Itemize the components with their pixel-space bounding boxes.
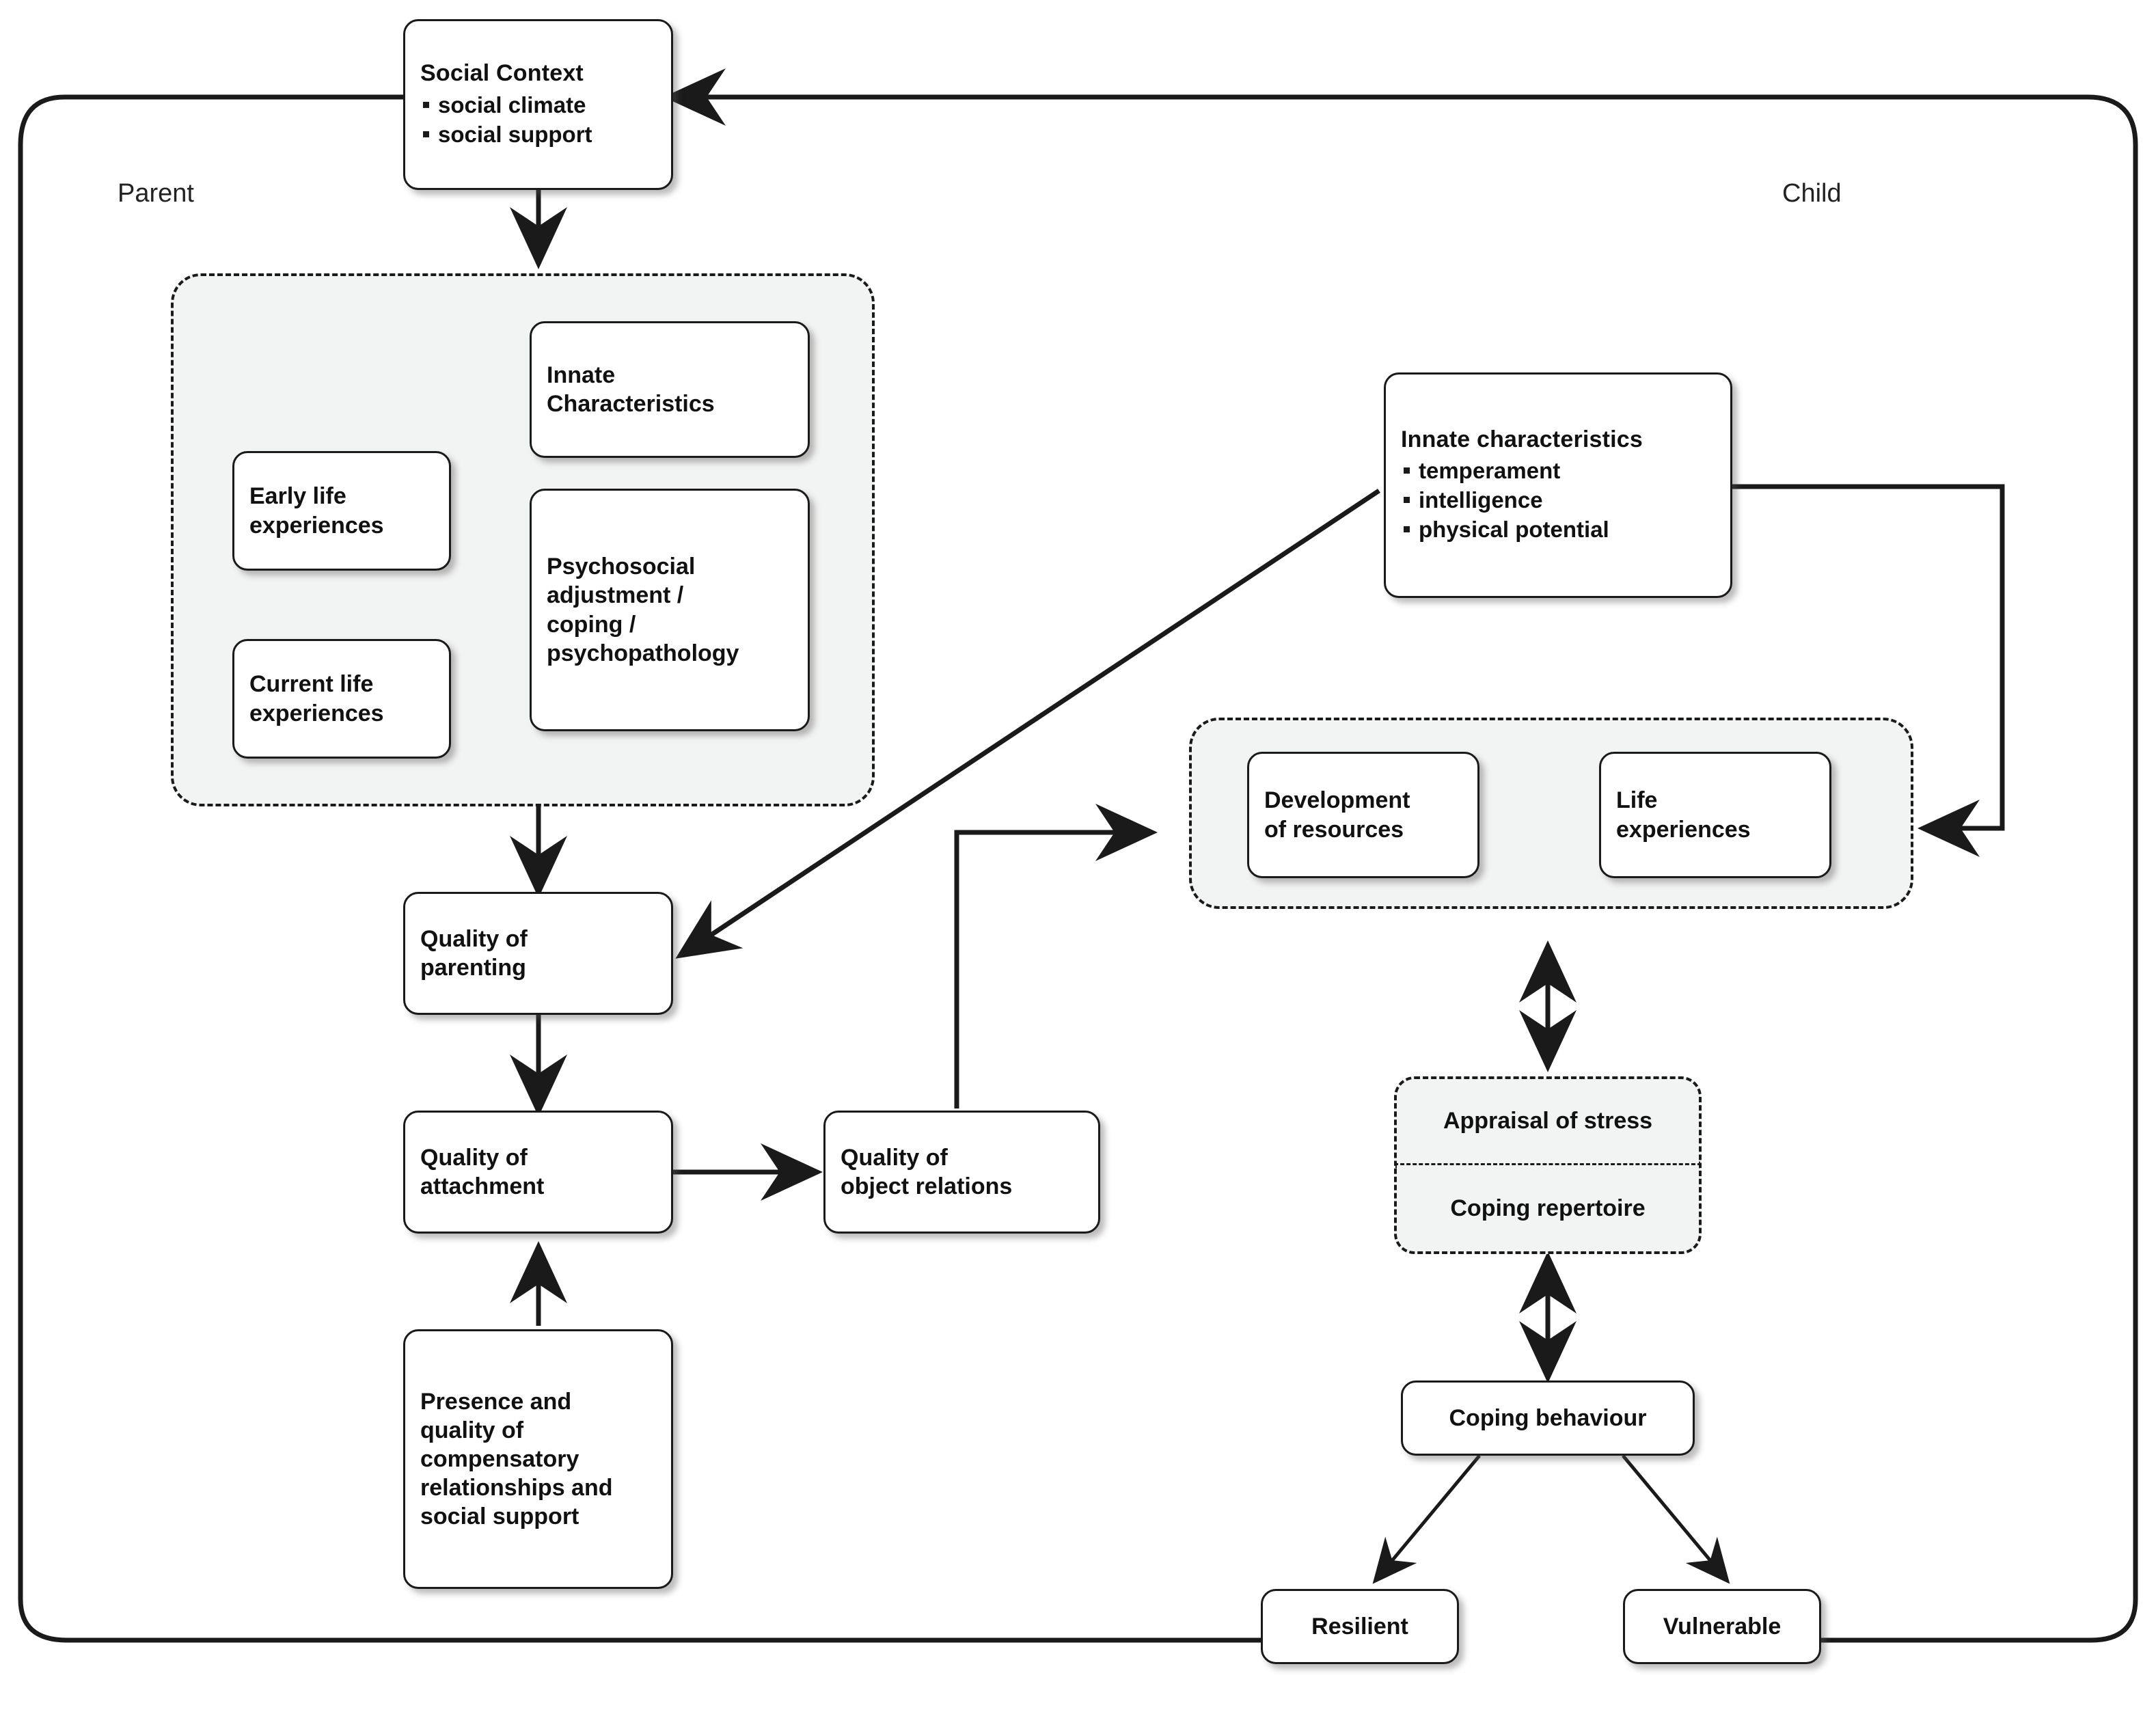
parent-innate-line-2: Characteristics <box>547 391 715 417</box>
vulnerable-label: Vulnerable <box>1663 1613 1782 1640</box>
social-context-bullet-2: social support <box>420 120 656 150</box>
node-coping-behaviour[interactable]: Coping behaviour <box>1401 1380 1695 1456</box>
coping-behaviour-label: Coping behaviour <box>1449 1404 1647 1431</box>
development-resources-line-2: of resources <box>1264 816 1404 843</box>
child-innate-title: Innate characteristics <box>1401 426 1643 452</box>
node-current-life-experiences[interactable]: Current life experiences <box>232 639 451 759</box>
current-life-line-2: experiences <box>249 700 384 726</box>
object-relations-line-2: object relations <box>841 1173 1013 1199</box>
early-life-line-2: experiences <box>249 512 384 539</box>
node-social-context[interactable]: Social Context social climate social sup… <box>403 19 673 190</box>
child-innate-bullet-1: temperament <box>1401 457 1715 486</box>
node-compensatory-relationships[interactable]: Presence and quality of compensatory rel… <box>403 1329 673 1589</box>
social-context-title: Social Context <box>420 60 584 87</box>
early-life-line-1: Early life <box>249 483 346 510</box>
psychosocial-line-4: psychopathology <box>547 640 739 666</box>
node-child-innate-characteristics[interactable]: Innate characteristics temperament intel… <box>1384 372 1732 598</box>
node-quality-of-object-relations[interactable]: Quality of object relations <box>823 1111 1100 1234</box>
node-quality-of-parenting[interactable]: Quality of parenting <box>403 892 673 1015</box>
appraisal-of-stress-label: Appraisal of stress <box>1443 1108 1653 1134</box>
node-quality-of-attachment[interactable]: Quality of attachment <box>403 1111 673 1234</box>
social-context-bullets: social climate social support <box>405 91 671 150</box>
coping-repertoire-cell[interactable]: Coping repertoire <box>1394 1165 1702 1254</box>
quality-parenting-line-1: Quality of <box>420 925 528 952</box>
psychosocial-line-2: adjustment / <box>547 582 684 609</box>
compensatory-line-2: quality of <box>420 1417 524 1443</box>
current-life-line-1: Current life <box>249 671 374 698</box>
child-section-label: Child <box>1782 179 1842 208</box>
compensatory-line-3: compensatory <box>420 1445 579 1472</box>
life-experiences-line-2: experiences <box>1616 816 1751 843</box>
node-life-experiences[interactable]: Life experiences <box>1599 752 1831 878</box>
node-early-life-experiences[interactable]: Early life experiences <box>232 451 451 571</box>
parent-innate-line-1: Innate <box>547 362 616 388</box>
child-innate-bullet-2: intelligence <box>1401 486 1715 515</box>
psychosocial-line-1: Psychosocial <box>547 554 696 580</box>
quality-parenting-line-2: parenting <box>420 955 526 981</box>
compensatory-line-1: Presence and <box>420 1388 572 1415</box>
life-experiences-line-1: Life <box>1616 787 1658 814</box>
psychosocial-line-3: coping / <box>547 611 636 638</box>
quality-attachment-line-1: Quality of <box>420 1144 528 1171</box>
node-psychosocial-adjustment[interactable]: Psychosocial adjustment / coping / psych… <box>530 489 810 731</box>
node-vulnerable[interactable]: Vulnerable <box>1623 1589 1821 1664</box>
development-resources-line-1: Development <box>1264 787 1410 814</box>
node-development-of-resources[interactable]: Development of resources <box>1247 752 1479 878</box>
quality-attachment-line-2: attachment <box>420 1173 545 1199</box>
compensatory-line-5: social support <box>420 1504 579 1530</box>
compensatory-line-4: relationships and <box>420 1475 613 1501</box>
object-relations-line-1: Quality of <box>841 1144 948 1171</box>
appraisal-of-stress-cell[interactable]: Appraisal of stress <box>1394 1076 1702 1165</box>
child-innate-bullets: temperament intelligence physical potent… <box>1386 457 1730 545</box>
node-parent-innate-characteristics[interactable]: Innate Characteristics <box>530 321 810 458</box>
parent-section-label: Parent <box>118 179 194 208</box>
child-innate-bullet-3: physical potential <box>1401 515 1715 545</box>
node-resilient[interactable]: Resilient <box>1261 1589 1459 1664</box>
coping-repertoire-label: Coping repertoire <box>1450 1195 1646 1221</box>
social-context-bullet-1: social climate <box>420 91 656 120</box>
resilient-label: Resilient <box>1311 1613 1408 1640</box>
